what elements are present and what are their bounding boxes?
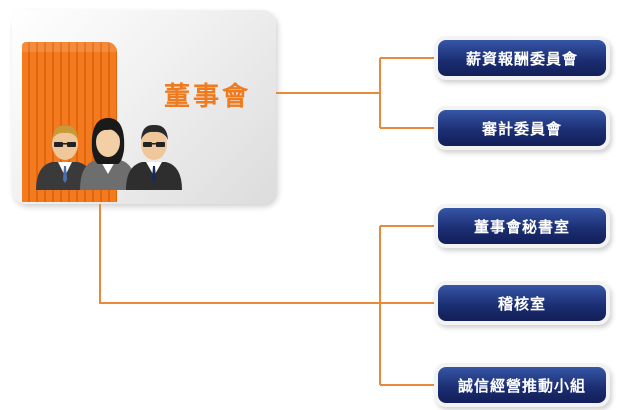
node-audit-committee[interactable]: 審計委員會: [438, 110, 606, 146]
node-integrity-task-force[interactable]: 誠信經營推動小組: [438, 367, 606, 403]
member-right: [126, 124, 182, 190]
node-internal-audit[interactable]: 稽核室: [438, 285, 606, 321]
member-center: [80, 118, 136, 190]
connector-board-down: [99, 204, 380, 304]
board-title: 董事會: [164, 82, 252, 112]
board-card: 董事會: [12, 10, 276, 204]
member-left: [36, 125, 94, 190]
node-board-secretariat[interactable]: 董事會秘書室: [438, 208, 606, 244]
board-members-icon: [36, 118, 182, 190]
node-compensation-committee[interactable]: 薪資報酬委員會: [438, 40, 606, 76]
